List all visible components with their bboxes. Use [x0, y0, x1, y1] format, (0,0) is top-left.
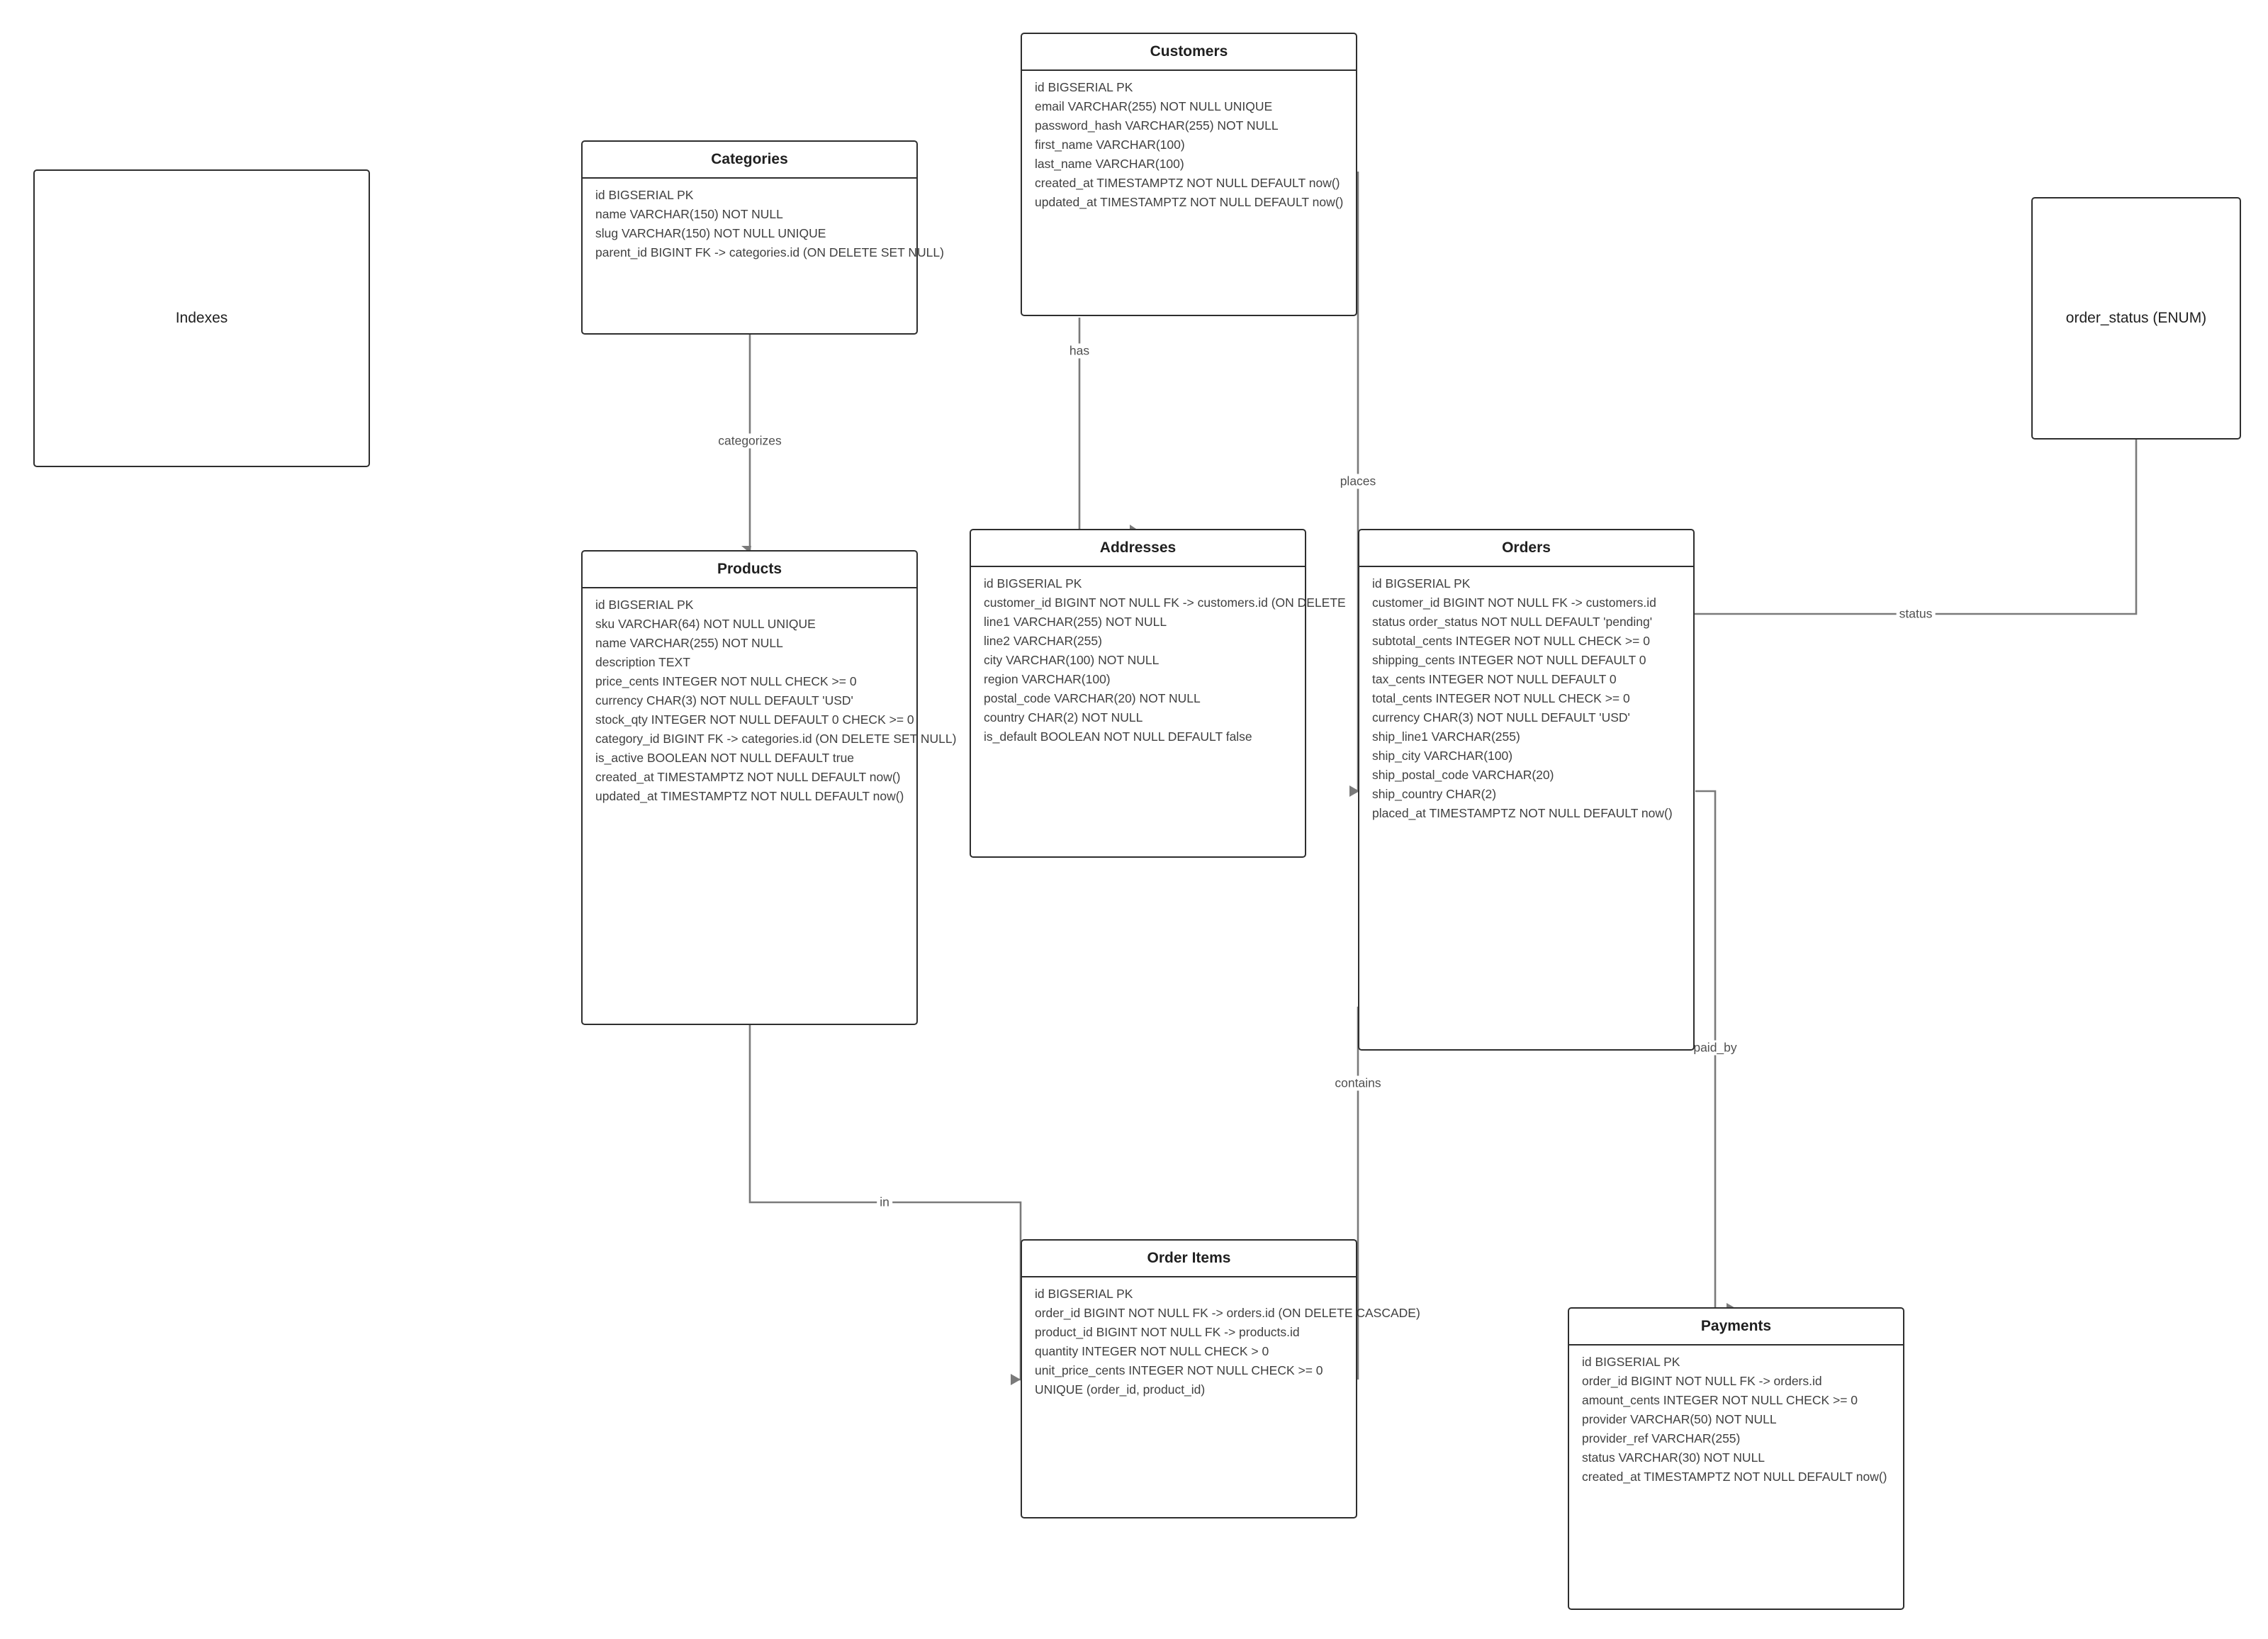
field-row: currency CHAR(3) NOT NULL DEFAULT 'USD'	[1372, 710, 1630, 725]
field-row: id BIGSERIAL PK	[1372, 576, 1471, 591]
field-row: ship_line1 VARCHAR(255)	[1372, 729, 1520, 744]
field-row: line2 VARCHAR(255)	[984, 634, 1102, 648]
field-row: provider VARCHAR(50) NOT NULL	[1582, 1412, 1777, 1426]
entity-orders-title: Orders	[1359, 530, 1693, 567]
entity-addresses-fields: id BIGSERIAL PK customer_id BIGINT NOT N…	[971, 567, 1346, 746]
arrowhead-in	[1011, 1374, 1021, 1385]
field-row: is_default BOOLEAN NOT NULL DEFAULT fals…	[984, 729, 1252, 744]
field-row: category_id BIGINT FK -> categories.id (…	[595, 732, 957, 746]
field-row: email VARCHAR(255) NOT NULL UNIQUE	[1035, 99, 1273, 113]
field-row: updated_at TIMESTAMPTZ NOT NULL DEFAULT …	[1035, 195, 1344, 209]
entity-addresses-title: Addresses	[971, 530, 1305, 567]
entity-customers-fields: id BIGSERIAL PK email VARCHAR(255) NOT N…	[1022, 71, 1356, 212]
entity-indexes[interactable]: Indexes	[33, 169, 370, 467]
entity-order-items-fields: id BIGSERIAL PK order_id BIGINT NOT NULL…	[1022, 1277, 1420, 1399]
entity-customers[interactable]: Customers id BIGSERIAL PK email VARCHAR(…	[1021, 33, 1357, 316]
field-row: last_name VARCHAR(100)	[1035, 157, 1184, 171]
field-row: amount_cents INTEGER NOT NULL CHECK >= 0	[1582, 1393, 1858, 1407]
field-row: status VARCHAR(30) NOT NULL	[1582, 1450, 1765, 1465]
field-row: ship_city VARCHAR(100)	[1372, 749, 1513, 763]
field-row: unit_price_cents INTEGER NOT NULL CHECK …	[1035, 1363, 1323, 1377]
field-row: password_hash VARCHAR(255) NOT NULL	[1035, 118, 1279, 133]
field-row: id BIGSERIAL PK	[595, 188, 694, 202]
entity-orders[interactable]: Orders id BIGSERIAL PK customer_id BIGIN…	[1358, 529, 1695, 1051]
entity-order-status-title: order_status (ENUM)	[2065, 310, 2207, 326]
field-row: description TEXT	[595, 655, 690, 669]
field-row: updated_at TIMESTAMPTZ NOT NULL DEFAULT …	[595, 789, 904, 803]
field-row: quantity INTEGER NOT NULL CHECK > 0	[1035, 1344, 1269, 1358]
field-row: product_id BIGINT NOT NULL FK -> product…	[1035, 1325, 1300, 1339]
field-row: shipping_cents INTEGER NOT NULL DEFAULT …	[1372, 653, 1646, 667]
field-row: line1 VARCHAR(255) NOT NULL	[984, 615, 1167, 629]
field-row: customer_id BIGINT NOT NULL FK -> custom…	[984, 595, 1346, 610]
field-row: sku VARCHAR(64) NOT NULL UNIQUE	[595, 617, 816, 631]
field-row: created_at TIMESTAMPTZ NOT NULL DEFAULT …	[1035, 176, 1340, 190]
entity-order-items-title: Order Items	[1022, 1241, 1356, 1277]
edge-label-paid-by: paid_by	[1690, 1040, 1740, 1056]
field-row: ship_country CHAR(2)	[1372, 787, 1497, 801]
field-row: id BIGSERIAL PK	[1035, 1287, 1133, 1301]
entity-indexes-title: Indexes	[175, 310, 228, 326]
entity-categories-title: Categories	[583, 142, 916, 179]
field-row: currency CHAR(3) NOT NULL DEFAULT 'USD'	[595, 693, 853, 707]
edge-label-in: in	[877, 1195, 892, 1210]
entity-payments[interactable]: Payments id BIGSERIAL PK order_id BIGINT…	[1568, 1307, 1904, 1610]
field-row: ship_postal_code VARCHAR(20)	[1372, 768, 1554, 782]
field-row: status order_status NOT NULL DEFAULT 'pe…	[1372, 615, 1653, 629]
field-row: subtotal_cents INTEGER NOT NULL CHECK >=…	[1372, 634, 1650, 648]
entity-customers-title: Customers	[1022, 34, 1356, 71]
field-row: first_name VARCHAR(100)	[1035, 138, 1185, 152]
field-row: total_cents INTEGER NOT NULL CHECK >= 0	[1372, 691, 1630, 705]
field-row: id BIGSERIAL PK	[595, 598, 694, 612]
field-row: customer_id BIGINT NOT NULL FK -> custom…	[1372, 595, 1656, 610]
field-row: country CHAR(2) NOT NULL	[984, 710, 1143, 725]
field-row: is_active BOOLEAN NOT NULL DEFAULT true	[595, 751, 855, 765]
field-row: order_id BIGINT NOT NULL FK -> orders.id	[1582, 1374, 1822, 1388]
entity-orders-fields: id BIGSERIAL PK customer_id BIGINT NOT N…	[1359, 567, 1693, 823]
field-row: id BIGSERIAL PK	[1035, 80, 1133, 94]
entity-products-fields: id BIGSERIAL PK sku VARCHAR(64) NOT NULL…	[583, 588, 957, 806]
edge-label-contains: contains	[1332, 1075, 1384, 1091]
field-row: price_cents INTEGER NOT NULL CHECK >= 0	[595, 674, 857, 688]
edge-label-categorizes: categorizes	[715, 433, 785, 449]
field-row: created_at TIMESTAMPTZ NOT NULL DEFAULT …	[1582, 1470, 1887, 1484]
field-row: postal_code VARCHAR(20) NOT NULL	[984, 691, 1201, 705]
field-row: tax_cents INTEGER NOT NULL DEFAULT 0	[1372, 672, 1617, 686]
field-row: provider_ref VARCHAR(255)	[1582, 1431, 1741, 1445]
field-row: placed_at TIMESTAMPTZ NOT NULL DEFAULT n…	[1372, 806, 1673, 820]
entity-addresses[interactable]: Addresses id BIGSERIAL PK customer_id BI…	[970, 529, 1346, 858]
field-row: parent_id BIGINT FK -> categories.id (ON…	[595, 245, 944, 259]
field-row: id BIGSERIAL PK	[984, 576, 1082, 591]
field-row: order_id BIGINT NOT NULL FK -> orders.id…	[1035, 1306, 1420, 1320]
field-row: created_at TIMESTAMPTZ NOT NULL DEFAULT …	[595, 770, 901, 784]
arrowhead-places	[1349, 785, 1359, 797]
entity-payments-title: Payments	[1569, 1309, 1903, 1346]
field-row: id BIGSERIAL PK	[1582, 1355, 1680, 1369]
entity-order-status-enum[interactable]: order_status (ENUM)	[2031, 197, 2241, 440]
entity-products[interactable]: Products id BIGSERIAL PK sku VARCHAR(64)…	[581, 550, 957, 1025]
entity-order-items[interactable]: Order Items id BIGSERIAL PK order_id BIG…	[1021, 1239, 1420, 1518]
edge-label-has: has	[1066, 343, 1093, 359]
field-row: slug VARCHAR(150) NOT NULL UNIQUE	[595, 226, 826, 240]
field-row: city VARCHAR(100) NOT NULL	[984, 653, 1160, 667]
edge-status	[1694, 440, 2138, 615]
entity-categories-fields: id BIGSERIAL PK name VARCHAR(150) NOT NU…	[583, 179, 944, 262]
field-row: UNIQUE (order_id, product_id)	[1035, 1382, 1206, 1397]
field-row: region VARCHAR(100)	[984, 672, 1111, 686]
entity-categories[interactable]: Categories id BIGSERIAL PK name VARCHAR(…	[581, 140, 944, 335]
entity-payments-fields: id BIGSERIAL PK order_id BIGINT NOT NULL…	[1569, 1346, 1903, 1487]
field-row: stock_qty INTEGER NOT NULL DEFAULT 0 CHE…	[595, 712, 914, 727]
field-row: name VARCHAR(255) NOT NULL	[595, 636, 783, 650]
edge-label-status: status	[1896, 606, 1936, 622]
field-row: name VARCHAR(150) NOT NULL	[595, 207, 783, 221]
entity-products-title: Products	[583, 552, 916, 588]
edge-label-places: places	[1337, 474, 1379, 489]
